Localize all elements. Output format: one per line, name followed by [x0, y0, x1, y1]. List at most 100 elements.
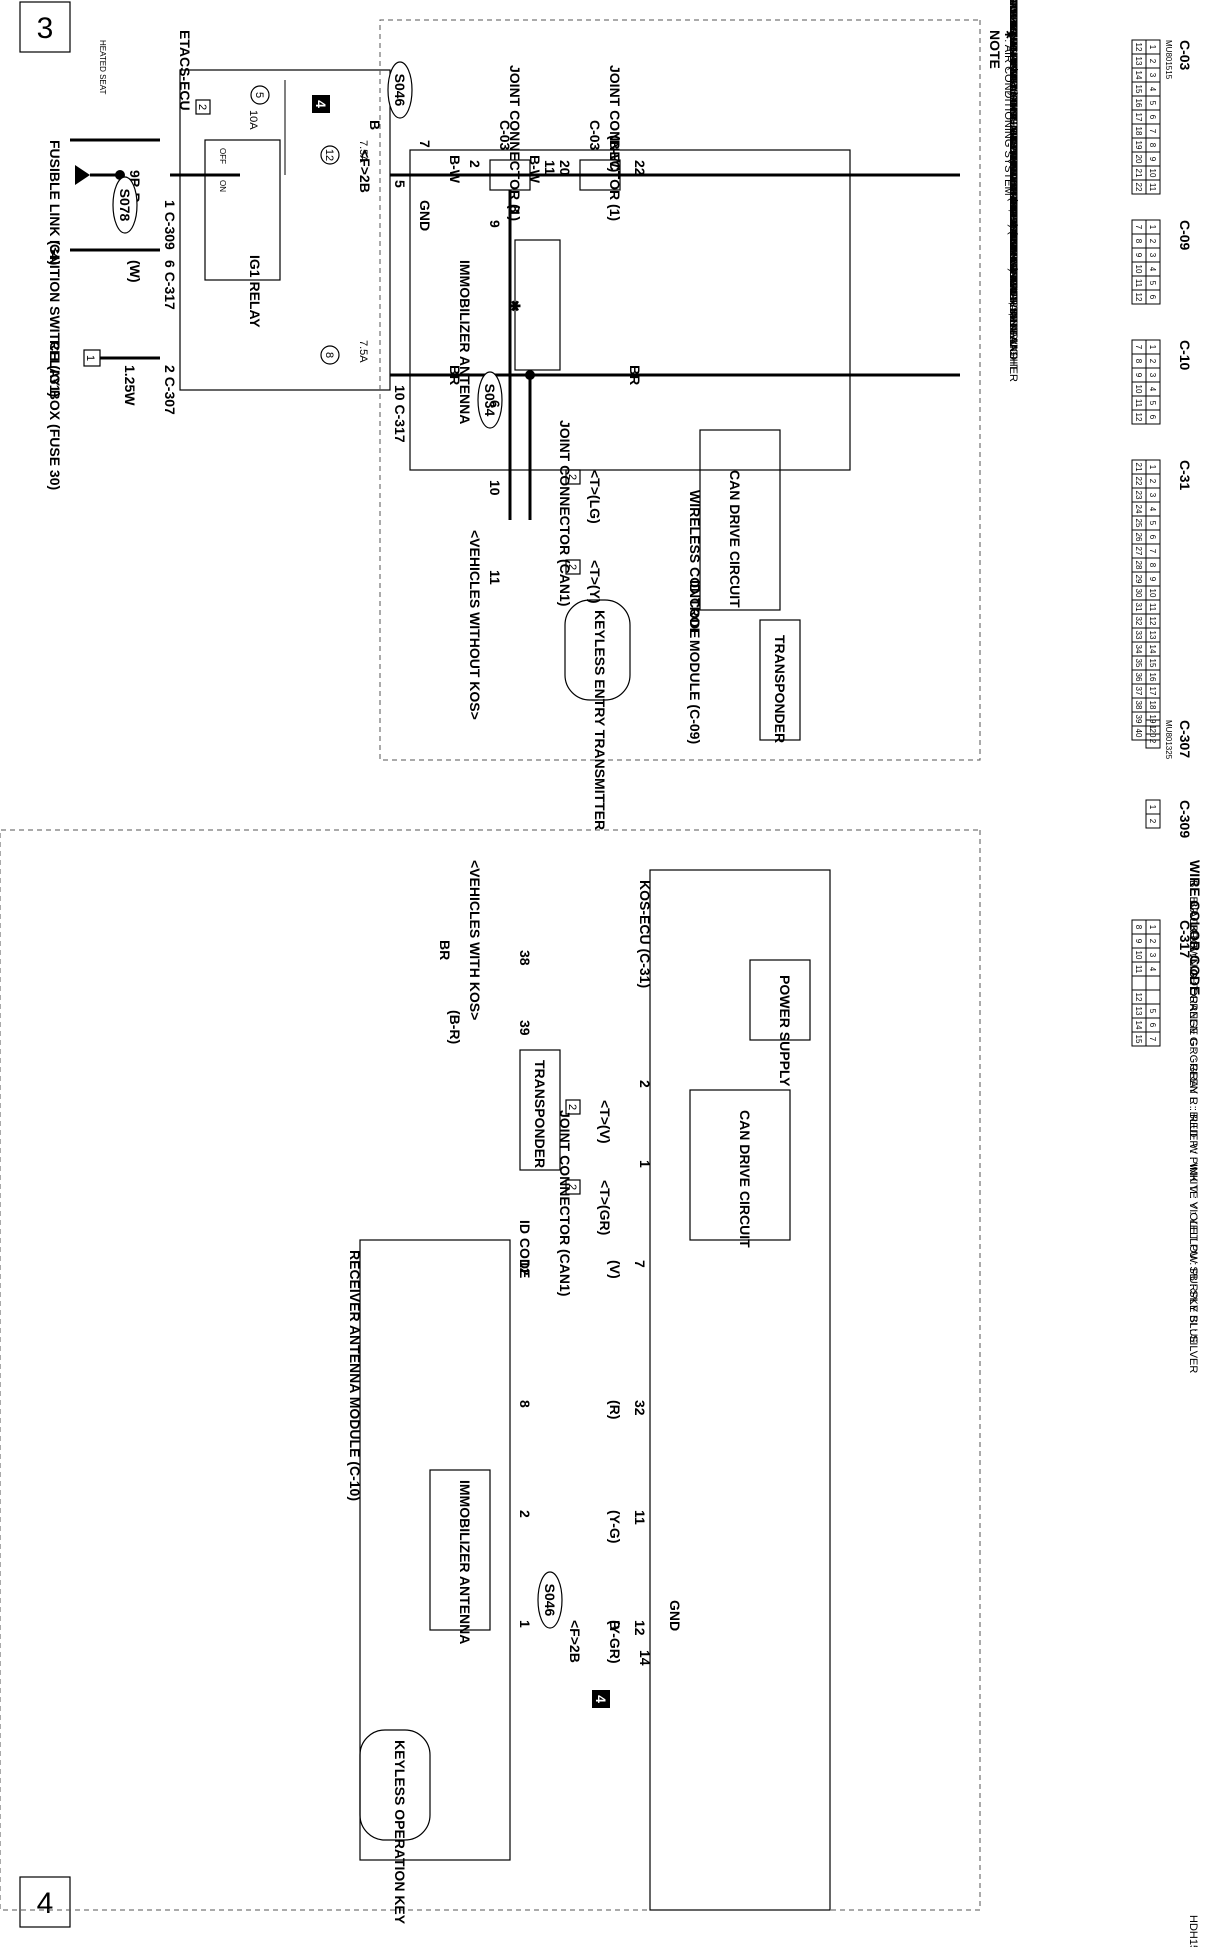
connector-pin-number: 38	[1134, 701, 1143, 710]
connector-pin-number: 8	[1134, 359, 1143, 364]
wcm-pin10: 10	[487, 480, 503, 496]
note-item: -METER AND GAUGE	[1007, 128, 1019, 239]
kos-immobilizer-box	[429, 1469, 491, 1631]
connector-pin-number: 7	[1148, 1037, 1157, 1042]
kos-pin38: 38	[517, 950, 533, 966]
connector-pin-number: 15	[1148, 659, 1157, 668]
kos-wire-b: B	[607, 1620, 623, 1630]
connector-pin-number: 6	[1148, 295, 1157, 300]
wcm-wire-y: <T>(Y)	[587, 560, 603, 604]
wcm-immobilizer: IMMOBILIZER ANTENNA	[457, 260, 473, 424]
splice-s078: S078	[117, 189, 133, 222]
connector-pin-number: 34	[1134, 645, 1143, 654]
fuse5-marker: 2	[196, 104, 208, 110]
connector-pin-number: 15	[1134, 1035, 1143, 1044]
connector-pin-number: 37	[1134, 687, 1143, 696]
fusible-link-label: FUSIBLE LINK (34)	[47, 140, 63, 265]
note-item: MULTI-COMMUNICATION	[1007, 131, 1019, 261]
note-item: -TAILLIGHT, POSITION LIGHT,	[1007, 152, 1019, 305]
connector-cell	[1145, 813, 1161, 829]
connector-pin-number: 29	[1134, 575, 1143, 584]
wcm-wire-lg: <T>(LG)	[587, 470, 603, 524]
connector-pin-number: 17	[1148, 687, 1157, 696]
connector-pin-number: 1	[1148, 725, 1157, 730]
s046-pill-bottom	[537, 1571, 563, 1629]
connector-pin-number: 1	[1148, 925, 1157, 930]
rx-pin12: 12	[517, 1260, 533, 1276]
kos-can-joint: JOINT CONNECTOR (CAN1)	[557, 1110, 573, 1296]
heated-seat-arrow-icon	[75, 165, 90, 185]
connector-cell	[1131, 289, 1147, 305]
wireless-module-name: WIRELESS CONTROL MODULE (C-09)	[687, 490, 703, 744]
note-item: -HEADLIGHT LEVELING SYSTEM	[1007, 1, 1019, 173]
connector-pin-number: 3	[1148, 493, 1157, 498]
kos-wire-v-t: <T>(V)	[597, 1100, 613, 1144]
connector-pin-number: 14	[1134, 71, 1143, 80]
heated-seat-label: HEATED SEAT	[98, 40, 107, 94]
note-item: -HEADLIGHT	[1007, 95, 1019, 162]
rx-pin2: 2	[517, 1510, 533, 1518]
ig1-relay-label: IG1 RELAY	[247, 255, 263, 328]
connector-pin-number: 12	[1134, 43, 1143, 52]
page-number-top: 3	[37, 12, 54, 45]
keyless-operation-key-box	[359, 1729, 431, 1841]
connector-id-label: C-31	[1177, 460, 1193, 491]
connector-cell	[1145, 733, 1161, 749]
connector-pin-number: 7	[1134, 345, 1143, 350]
kos-pin2: 2	[637, 1080, 653, 1088]
receiver-antenna-box	[359, 1239, 511, 1861]
connector-pin-number: 1	[1148, 45, 1157, 50]
connector-id-label: C-317	[1177, 920, 1193, 958]
ground-marker-box-top	[312, 95, 330, 113]
connector-pin-number: 9	[1134, 939, 1143, 944]
wcm-can-marker-box-1	[565, 469, 581, 485]
jc1-pin2: 2	[467, 160, 483, 168]
switch-off-label: OFF	[218, 148, 227, 164]
note-items: -AUDIO SYSTEM-BRAKE WARNING LIGHT, FUEL …	[1007, 0, 1019, 382]
fuse5-circle	[250, 85, 270, 105]
connector-pin-number: 10	[1148, 169, 1157, 178]
note-item: -MITSUBISHI	[1007, 183, 1019, 250]
wcm-can-drive-box	[699, 429, 781, 611]
connector-cell	[1145, 975, 1161, 991]
wire-label-bw1: B-W	[447, 155, 463, 184]
kos-pin39: 39	[517, 1020, 533, 1036]
connector-pin-number: 10	[1134, 265, 1143, 274]
wire-label-bw3: (B-W)	[607, 135, 623, 172]
kos-wire-r: (R)	[607, 1400, 623, 1419]
s046-pill-top	[387, 61, 413, 119]
ground-marker-box-bottom	[592, 1690, 610, 1708]
note-item: HAZARD WARNING LIGHT	[1007, 235, 1019, 372]
connector-id-label: C-307	[1177, 720, 1193, 758]
connector-pin-number: 14	[1134, 1021, 1143, 1030]
fuse5-num: 5	[253, 92, 265, 98]
connector-pin-number: 12	[1134, 413, 1143, 422]
connector-part-label: MU801515	[1164, 40, 1173, 80]
connector-pin-number: 2	[1148, 479, 1157, 484]
kos-can-marker-box-2	[565, 1179, 581, 1195]
connector-pin-number: 12	[1134, 993, 1143, 1002]
connector-pin-number: 6	[1148, 535, 1157, 540]
wcm-transponder-box	[759, 619, 801, 741]
connector-pin-number: 2	[1148, 739, 1157, 744]
connector-pin-number: 20	[1148, 729, 1157, 738]
connector-pin-number: 10	[1134, 385, 1143, 394]
connector-view-c-03: C-03MU8015151234567891011121314151617181…	[1131, 39, 1193, 195]
page-number-bottom: 4	[37, 1887, 54, 1920]
connector-cell	[1131, 975, 1147, 991]
note-item: -DOME LIGHT, LUGGAGE	[1007, 0, 1019, 107]
connector-pin-number: 30	[1134, 589, 1143, 598]
wcm-can-marker-1: 2	[566, 474, 578, 480]
wcm-keyless: KEYLESS ENTRY TRANSMITTER	[592, 610, 608, 830]
note-item: -TURN-SIGNAL LIGHT AND	[1007, 221, 1019, 360]
kos-wire-gr-t: <T>(GR)	[597, 1180, 613, 1235]
connector-pin-number: 16	[1134, 99, 1143, 108]
connector-views: C-03MU8015151234567891011121314151617181…	[1131, 39, 1193, 1047]
connector-pin-number: 35	[1134, 659, 1143, 668]
connector-pin-number: 4	[1148, 507, 1157, 512]
